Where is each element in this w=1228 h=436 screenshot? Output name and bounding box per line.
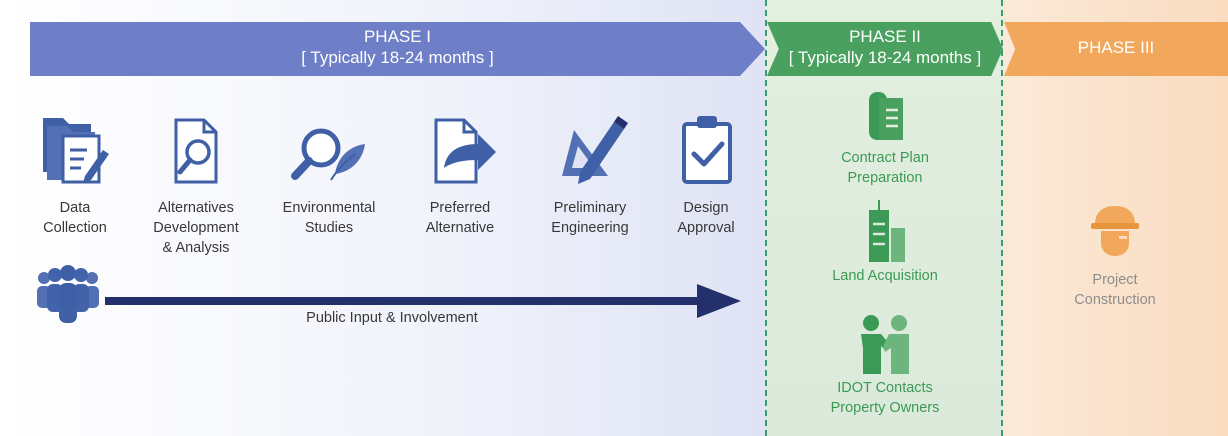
phase2-duration: [ Typically 18-24 months ] bbox=[788, 48, 982, 67]
handshake-people-icon bbox=[861, 315, 909, 374]
phase2-title: PHASE II bbox=[849, 27, 921, 46]
step-label-line2: Development bbox=[153, 220, 239, 236]
people-group-icon bbox=[37, 265, 99, 323]
public-input-arrow bbox=[105, 284, 741, 318]
step-label-line1: Preliminary bbox=[553, 200, 627, 216]
step-label-line2: Engineering bbox=[551, 220, 629, 236]
item-label-line1: Project bbox=[1092, 272, 1138, 288]
phase2-banner: PHASE II [ Typically 18-24 months ] bbox=[767, 22, 1003, 76]
clipboard-check-icon bbox=[682, 116, 732, 184]
item-label-line2: Property Owners bbox=[830, 400, 940, 416]
step-label-line1: Alternatives bbox=[158, 200, 234, 216]
land-acquisition: Land Acquisition bbox=[766, 200, 1004, 286]
magnifier-leaf-icon bbox=[291, 128, 365, 181]
phase1-banner: PHASE I [ Typically 18-24 months ] bbox=[30, 22, 765, 76]
phase1-duration: [ Typically 18-24 months ] bbox=[301, 48, 494, 67]
idot-contacts-property-owners: IDOT Contacts Property Owners bbox=[766, 314, 1004, 418]
step-label-line2: Studies bbox=[304, 220, 354, 236]
item-label-line2: Construction bbox=[1074, 292, 1156, 308]
document-magnifier-icon bbox=[174, 118, 218, 184]
hardhat-worker-icon bbox=[1091, 206, 1139, 256]
step-label-line1: Environmental bbox=[282, 200, 376, 216]
step-label-line2: Approval bbox=[677, 220, 735, 236]
item-label-line1: IDOT Contacts bbox=[837, 380, 933, 396]
document-arrow-icon bbox=[434, 118, 496, 184]
buildings-icon bbox=[869, 200, 905, 262]
public-input-label: Public Input & Involvement bbox=[306, 310, 478, 326]
step-preliminary-engineering: Preliminary Engineering bbox=[530, 110, 650, 238]
step-data-collection: Data Collection bbox=[15, 110, 135, 238]
phase-divider-2 bbox=[1001, 0, 1003, 436]
step-label-line1: Data bbox=[59, 200, 91, 216]
phase3-banner: PHASE III bbox=[1004, 22, 1228, 76]
project-construction: Project Construction bbox=[1050, 204, 1180, 310]
contract-plan-preparation: Contract Plan Preparation bbox=[766, 88, 1004, 188]
pencil-triangle-icon bbox=[562, 116, 628, 184]
phase-divider-1 bbox=[765, 0, 767, 436]
item-label-line2: Preparation bbox=[847, 170, 923, 186]
phase1-title: PHASE I bbox=[363, 27, 432, 46]
step-preferred-alternative: Preferred Alternative bbox=[400, 110, 520, 238]
item-label-line1: Contract Plan bbox=[841, 150, 929, 166]
step-label-line2: Collection bbox=[43, 220, 107, 236]
step-environmental-studies: Environmental Studies bbox=[269, 110, 389, 238]
plans-roll-icon bbox=[869, 92, 903, 140]
step-label-line2: Alternative bbox=[425, 220, 495, 236]
folder-document-icon bbox=[43, 118, 109, 184]
step-design-approval: Design Approval bbox=[646, 110, 766, 238]
item-label-line1: Land Acquisition bbox=[832, 268, 938, 284]
step-alternatives-development: Alternatives Development & Analysis bbox=[136, 110, 256, 258]
step-label-line1: Preferred bbox=[429, 200, 491, 216]
phase3-title: PHASE III bbox=[1077, 38, 1155, 57]
step-label-line1: Design bbox=[683, 200, 729, 216]
step-label-line3: & Analysis bbox=[162, 240, 230, 256]
